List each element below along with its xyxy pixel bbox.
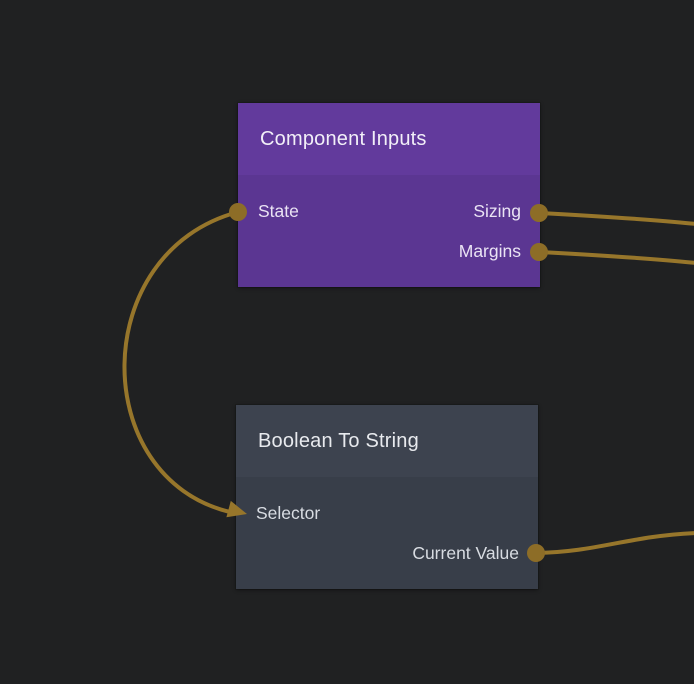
node-title: Boolean To String [258,429,419,452]
node-header[interactable]: Component Inputs [238,103,540,175]
output-port-label-margins: Margins [458,240,521,261]
node-header[interactable]: Boolean To String [236,405,538,477]
wire-margins-offscreen[interactable] [538,250,694,265]
port-margins[interactable] [530,243,548,261]
port-current-value[interactable] [527,544,545,562]
wire-state-to-selector[interactable] [122,210,240,514]
output-port-label-sizing: Sizing [473,200,521,221]
input-port-label-state: State [258,200,299,221]
wire-current-value-offscreen[interactable] [534,531,694,555]
port-sizing[interactable] [530,204,548,222]
port-row: Current Value [236,533,538,573]
port-row: State Sizing [238,191,540,231]
node-body: State Sizing Margins [238,175,540,287]
output-port-label-current-value: Current Value [412,542,519,563]
port-state[interactable] [229,203,247,221]
node-component-inputs[interactable]: Component Inputs State Sizing Margins [238,103,540,287]
input-port-label-selector: Selector [256,502,321,523]
node-title: Component Inputs [260,127,427,150]
node-body: Selector Current Value [236,477,538,589]
port-row: Margins [238,231,540,271]
wire-sizing-offscreen[interactable] [538,211,694,226]
node-boolean-to-string[interactable]: Boolean To String Selector Current Value [236,405,538,589]
port-row: Selector [236,493,538,533]
